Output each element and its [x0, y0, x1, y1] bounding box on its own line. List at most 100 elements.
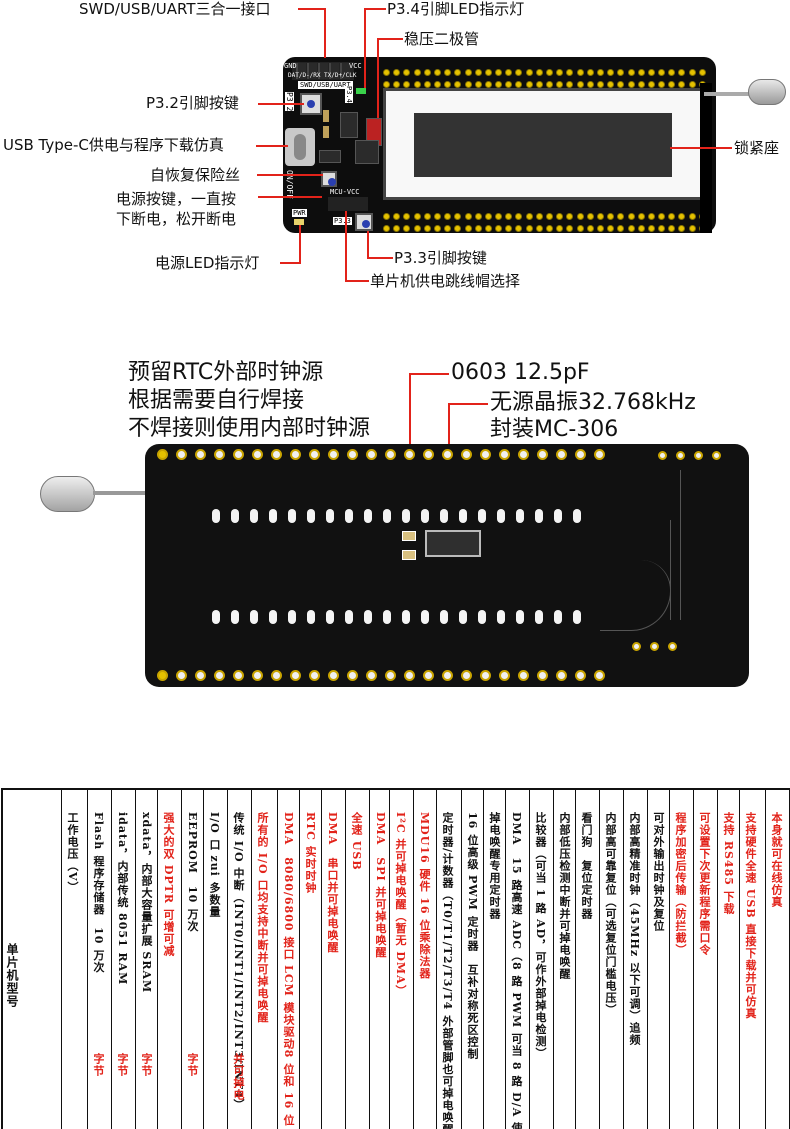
- table-header-unit: 字节: [186, 1053, 199, 1077]
- table-header-text: DMA SPI 并可掉电唤醒: [374, 812, 387, 959]
- table-column-header: 全速 USB: [346, 788, 370, 1129]
- table-header-unit: 字节: [140, 1053, 153, 1077]
- callout-p34-led: P3.4引脚LED指示灯: [387, 0, 525, 18]
- socket-lever-knob-bottom[interactable]: [40, 476, 95, 512]
- table-header-text: 支持硬件全速 USB 直接下载并可仿真: [744, 812, 757, 1020]
- table-column-header: 可设置下次更新程序需口令: [694, 788, 718, 1129]
- rtc-note-2: 根据需要自行焊接: [128, 388, 305, 413]
- spec-table: [1, 788, 790, 1129]
- table-header-text: 比较器（可当 1 路 AD，可作外部掉电检测）: [534, 812, 547, 1060]
- table-column-header: DMA 15 路高速 ADC（8 路 PWM 可当 8 路 D/A 使用: [506, 788, 530, 1129]
- p34-led: [356, 88, 366, 94]
- via-hole: [658, 451, 667, 460]
- pin-row-bottom-2: [383, 217, 713, 232]
- callout-p33-button: P3.3引脚按键: [394, 249, 487, 267]
- table-header-text: 内部高可靠复位（可选复位门槛电压）: [604, 812, 617, 1016]
- fuse: [319, 150, 341, 163]
- crystal-label-1: 无源晶振32.768kHz: [490, 390, 696, 415]
- socket-lever-bar: [700, 83, 712, 233]
- via-hole: [712, 451, 721, 460]
- table-column-header: 程序加密后传输（防拦截）: [670, 788, 694, 1129]
- callout-power-button-2: 下断电，松开断电: [116, 210, 237, 228]
- via-hole: [676, 451, 685, 460]
- cap-label: 0603 12.5pF: [451, 360, 590, 385]
- table-column-header: 支持硬件全速 USB 直接下载并可仿真: [740, 788, 766, 1129]
- table-column-header: DMA 8080/6800 接口 LCM 模块驱动8 位和 16 位: [278, 788, 300, 1129]
- leader-line: [299, 225, 301, 264]
- leader-line: [409, 373, 449, 375]
- via-hole: [632, 642, 641, 651]
- table-header-text: 程序加密后传输（防拦截）: [674, 812, 687, 956]
- table-column-header: 强大的双 DPTR 可增可减: [158, 788, 182, 1129]
- silk-mcu-vcc: MCU-VCC: [330, 188, 360, 196]
- via-hole: [650, 642, 659, 651]
- crystal-label-2: 封装MC-306: [490, 417, 619, 442]
- callout-usb-typec: USB Type-C供电与程序下载仿真: [3, 136, 224, 154]
- via-hole: [668, 642, 677, 651]
- socket-holes-lower: [212, 610, 612, 626]
- table-header-text: 强大的双 DPTR 可增可减: [162, 812, 175, 957]
- pin-row-bottom: [383, 205, 713, 220]
- leader-line: [367, 231, 369, 259]
- pcb-trace: [560, 560, 671, 620]
- socket-holes-upper: [212, 509, 612, 525]
- p33-button[interactable]: [355, 213, 373, 231]
- table-header-text: 支持 RS485 下载: [722, 812, 735, 915]
- table-header-text: 工作电压（V）: [66, 812, 79, 894]
- table-header-unit: 字节: [92, 1053, 105, 1077]
- leader-line: [670, 147, 732, 149]
- callout-swd-usb-uart: SWD/USB/UART三合一接口: [79, 0, 271, 18]
- silk-dat: DAT/D-/RX: [288, 72, 321, 79]
- leader-line: [367, 257, 393, 259]
- header-pin: [296, 63, 306, 79]
- socket-lever-knob[interactable]: [748, 79, 786, 105]
- pin-row-top-2: [383, 73, 713, 88]
- table-header-text: EEPROM 10 万次: [186, 812, 199, 933]
- mcu-chip-small: [355, 140, 379, 164]
- header-pin: [318, 63, 328, 79]
- table-header-text: 本身就可在线仿真: [770, 812, 783, 908]
- leader-line: [448, 403, 488, 405]
- hole-row-top: [157, 449, 607, 461]
- table-column-header: 内部高可靠复位（可选复位门槛电压）: [600, 788, 624, 1129]
- silk-swd-usb-uart: SWD/USB/UART: [298, 81, 353, 89]
- regulator-ic: [340, 112, 358, 138]
- table-column-header: 支持 RS485 下载: [718, 788, 740, 1129]
- table-column-header: 内部低压检测中断并可掉电唤醒: [554, 788, 576, 1129]
- table-header-text: xdata，内部大容量扩展 SRAM: [140, 812, 153, 994]
- silk-gnd: GND: [284, 62, 297, 70]
- table-header-text: 全速 USB: [350, 812, 363, 871]
- table-header-text: 内部高精准时钟（45MHz 以下可调）追频: [628, 812, 641, 1046]
- table-header-text: 16 位高级 PWM 定时器 互补对称死区控制: [466, 812, 479, 1060]
- table-column-header: 16 位高级 PWM 定时器 互补对称死区控制: [462, 788, 484, 1129]
- table-column-header: I²C 并可掉电唤醒（暂无 DMA）: [390, 788, 414, 1129]
- leader-line: [377, 38, 379, 118]
- table-column-header: Flash 程序存储器 10 万次字节: [88, 788, 112, 1129]
- table-column-header: EEPROM 10 万次字节: [182, 788, 204, 1129]
- leader-line: [364, 8, 386, 10]
- mcu-vcc-jumper[interactable]: [328, 197, 368, 211]
- callout-lock-socket: 锁紧座: [734, 139, 780, 157]
- table-column-header: 比较器（可当 1 路 AD，可作外部掉电检测）: [530, 788, 554, 1129]
- leader-line: [258, 196, 322, 198]
- silk-p34: P3.4: [345, 86, 353, 103]
- rtc-crystal: [425, 530, 481, 557]
- table-header-text: DMA 8080/6800 接口 LCM 模块驱动8 位和 16 位: [282, 812, 295, 1127]
- socket-lever-arm-bottom: [93, 491, 147, 495]
- table-header-text: DMA 串口并可掉电唤醒: [326, 812, 339, 954]
- leader-line: [324, 8, 326, 58]
- table-header-unit: 字节: [116, 1053, 129, 1077]
- chip-window: [414, 113, 672, 177]
- rtc-note-1: 预留RTC外部时钟源: [128, 360, 324, 385]
- rtc-capacitor: [402, 531, 416, 541]
- table-header-text: 内部低压检测中断并可掉电唤醒: [558, 812, 571, 980]
- pcb-trace: [680, 470, 701, 620]
- leader-line: [345, 280, 369, 282]
- table-header-text: MDU16 硬件 16 位乘除法器: [418, 812, 431, 980]
- silk-p33: P3.3: [333, 217, 352, 225]
- power-button[interactable]: [321, 171, 337, 187]
- pcb-trace: [600, 520, 671, 631]
- table-column-header: RTC 实时时钟: [300, 788, 322, 1129]
- table-column-header: 内部高精准时钟（45MHz 以下可调）追频: [624, 788, 648, 1129]
